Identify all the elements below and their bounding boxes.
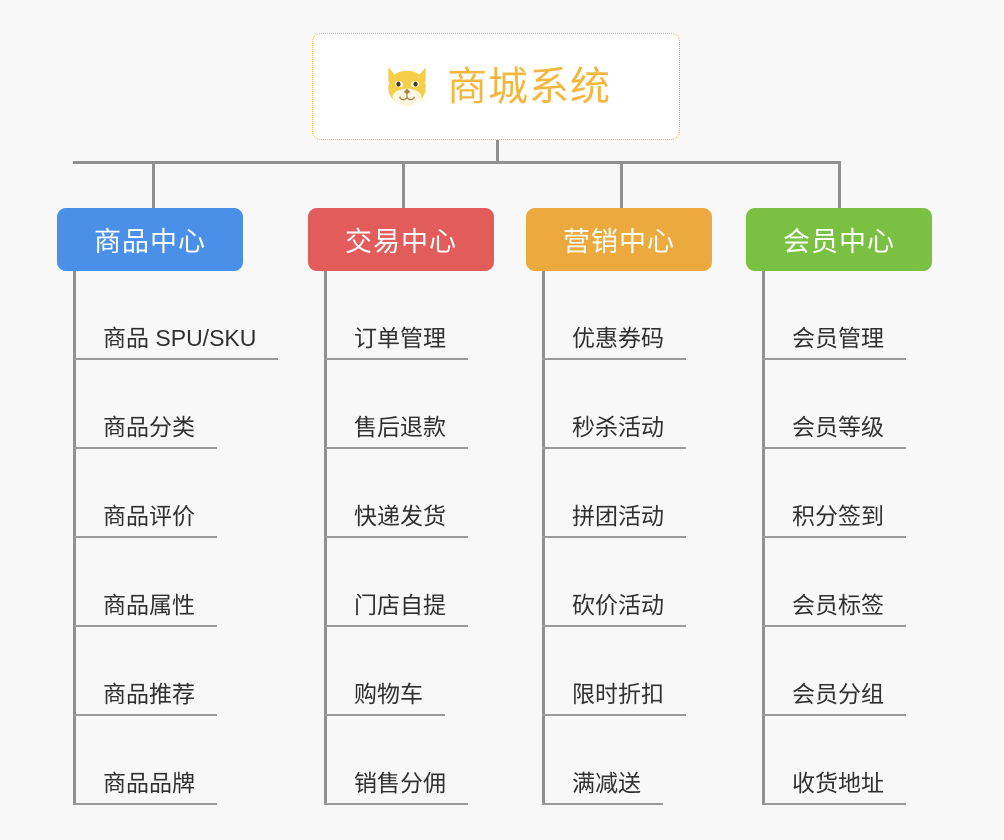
- list-item[interactable]: 商品品牌: [73, 716, 278, 805]
- branch-drop-line-2: [402, 161, 405, 210]
- list-item[interactable]: 销售分佣: [324, 716, 468, 805]
- list-item[interactable]: 会员等级: [762, 360, 906, 449]
- root-node[interactable]: 商城系统: [312, 33, 680, 140]
- list-item[interactable]: 商品 SPU/SKU: [73, 271, 279, 360]
- list-item[interactable]: 收货地址: [762, 716, 906, 805]
- item-label: 售后退款: [354, 413, 446, 440]
- item-label: 砍价活动: [572, 591, 664, 618]
- branch-spine-2: [324, 271, 327, 805]
- item-label: 秒杀活动: [572, 413, 664, 440]
- list-item[interactable]: 砍价活动: [542, 538, 686, 627]
- list-item[interactable]: 限时折扣: [542, 627, 686, 716]
- branch-items-3: 优惠券码 秒杀活动 拼团活动 砍价活动 限时折扣 满减送: [542, 271, 686, 805]
- list-item[interactable]: 会员分组: [762, 627, 906, 716]
- branch-drop-line-3: [620, 161, 623, 210]
- item-label: 收货地址: [792, 769, 884, 796]
- item-label: 满减送: [572, 769, 641, 796]
- branch-header-label: 会员中心: [783, 227, 895, 257]
- branch-drop-line-4: [838, 161, 841, 210]
- item-label: 会员管理: [792, 324, 884, 351]
- branch-spine-3: [542, 271, 545, 805]
- list-item[interactable]: 会员标签: [762, 538, 906, 627]
- item-label: 会员标签: [792, 591, 884, 618]
- list-item[interactable]: 购物车: [324, 627, 468, 716]
- branch-header-3[interactable]: 营销中心: [526, 208, 712, 271]
- item-label: 限时折扣: [572, 680, 664, 707]
- list-item[interactable]: 门店自提: [324, 538, 468, 627]
- list-item[interactable]: 订单管理: [324, 271, 468, 360]
- list-item[interactable]: 秒杀活动: [542, 360, 686, 449]
- item-label: 商品分类: [103, 413, 195, 440]
- root-stem-line: [496, 140, 499, 164]
- root-title: 商城系统: [447, 64, 611, 109]
- branch-header-4[interactable]: 会员中心: [746, 208, 932, 271]
- item-label: 门店自提: [354, 591, 446, 618]
- list-item[interactable]: 商品评价: [73, 449, 278, 538]
- branch-items-2: 订单管理 售后退款 快递发货 门店自提 购物车 销售分佣: [324, 271, 468, 805]
- item-label: 购物车: [354, 680, 423, 707]
- item-label: 商品评价: [103, 502, 195, 529]
- item-label: 商品属性: [103, 591, 195, 618]
- item-label: 积分签到: [792, 502, 884, 529]
- item-label: 快递发货: [354, 502, 446, 529]
- item-label: 商品推荐: [103, 680, 195, 707]
- branch-drop-line-1: [152, 161, 155, 210]
- item-label: 会员分组: [792, 680, 884, 707]
- branch-header-label: 营销中心: [563, 227, 675, 257]
- list-item[interactable]: 商品属性: [73, 538, 278, 627]
- item-label: 销售分佣: [354, 769, 446, 796]
- branch-spine-4: [762, 271, 765, 805]
- item-label: 订单管理: [354, 324, 446, 351]
- branch-header-1[interactable]: 商品中心: [57, 208, 243, 271]
- list-item[interactable]: 优惠券码: [542, 271, 686, 360]
- branch-items-1: 商品 SPU/SKU 商品分类 商品评价 商品属性 商品推荐 商品品牌: [73, 271, 279, 805]
- list-item[interactable]: 快递发货: [324, 449, 468, 538]
- item-label: 商品 SPU/SKU: [103, 324, 257, 351]
- list-item[interactable]: 会员管理: [762, 271, 906, 360]
- list-item[interactable]: 拼团活动: [542, 449, 686, 538]
- list-item[interactable]: 商品分类: [73, 360, 278, 449]
- connector-bus-line: [73, 161, 841, 164]
- list-item[interactable]: 积分签到: [762, 449, 906, 538]
- branch-items-4: 会员管理 会员等级 积分签到 会员标签 会员分组 收货地址: [762, 271, 906, 805]
- item-label: 商品品牌: [103, 769, 195, 796]
- list-item[interactable]: 商品推荐: [73, 627, 278, 716]
- branch-spine-1: [73, 271, 76, 805]
- item-label: 会员等级: [792, 413, 884, 440]
- dog-face-icon: [388, 67, 426, 106]
- list-item[interactable]: 售后退款: [324, 360, 468, 449]
- list-item[interactable]: 满减送: [542, 716, 686, 805]
- branch-header-label: 交易中心: [345, 227, 457, 257]
- item-label: 优惠券码: [572, 324, 664, 351]
- branch-header-label: 商品中心: [94, 227, 206, 257]
- branch-header-2[interactable]: 交易中心: [308, 208, 494, 271]
- item-label: 拼团活动: [572, 502, 664, 529]
